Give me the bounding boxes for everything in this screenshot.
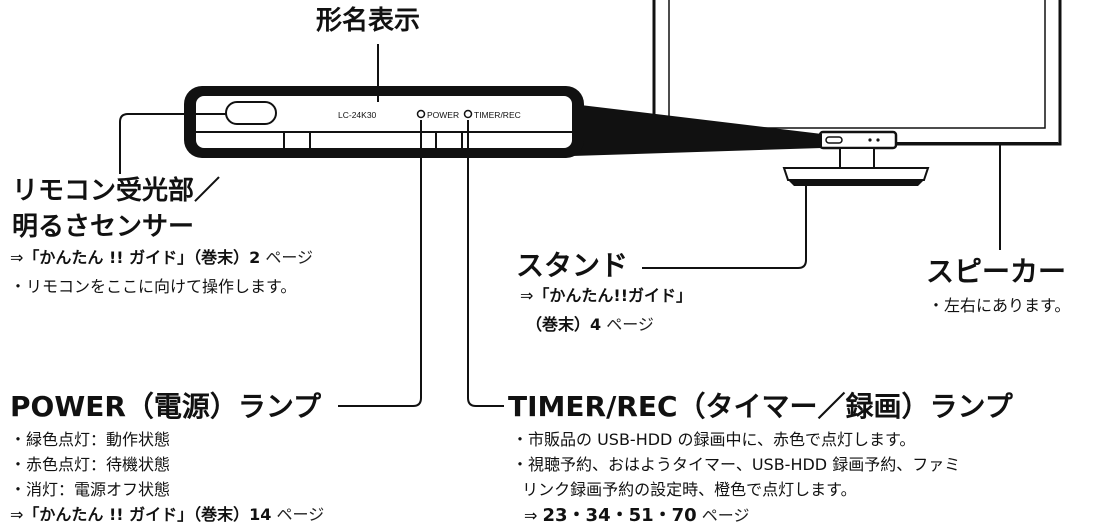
model-display-label: 形名表示 (316, 6, 421, 36)
speaker-title: スピーカー (926, 255, 1067, 288)
timer-ref-pages: 23・34・51・70 (542, 505, 697, 526)
timer-ref-page: ページ (701, 506, 750, 525)
remote-ref-guide: 「かんたん !! ガイド」（巻末）2 (23, 248, 261, 267)
power-reference: ⇒「かんたん !! ガイド」（巻末）14 ページ (10, 507, 324, 523)
remote-title-line2: 明るさセンサー (12, 212, 195, 242)
arrow-icon: ⇒ (10, 505, 24, 524)
timer-note-3: リンク録画予約の設定時、橙色で点灯します。 (512, 480, 857, 499)
remote-note: ・リモコンをここに向けて操作します。 (10, 277, 297, 296)
speaker-note: ・左右にあります。 (928, 296, 1071, 315)
arrow-icon: ⇒ (524, 506, 538, 525)
stand-ref-volume: （巻末）4 (526, 315, 602, 334)
timer-leader (467, 120, 504, 407)
arrow-icon: ⇒ (520, 286, 534, 305)
remote-ref-page: ページ (265, 248, 314, 267)
zoom-wedge (572, 104, 822, 156)
stand-title: スタンド (516, 249, 629, 282)
tv-bottom-sensor-module (818, 130, 898, 150)
stand-ref-guide: 「かんたん!!ガイド」 (533, 286, 693, 305)
timer-note-2: ・視聴予約、おはようタイマー、USB-HDD 録画予約、ファミ (512, 455, 961, 474)
remote-title-line1: リモコン受光部／ (12, 176, 221, 206)
power-ref-guide: 「かんたん !! ガイド」（巻末）14 (23, 505, 272, 524)
power-note-3: ・消灯：電源オフ状態 (10, 480, 171, 499)
panel-model-text: LC-24K30 (338, 110, 377, 120)
panel-timer-text: TIMER/REC (474, 110, 521, 120)
arrow-icon: ⇒ (10, 248, 24, 267)
remote-reference: ⇒「かんたん !! ガイド」（巻末）2 ページ (10, 250, 313, 266)
tv-stand (782, 147, 930, 186)
panel-power-text: POWER (427, 110, 459, 120)
power-ref-page: ページ (276, 505, 325, 524)
tv-screen (652, 0, 1062, 146)
timer-reference: ⇒ 23・34・51・70 ページ (524, 507, 749, 525)
stand-leader (642, 186, 807, 269)
power-leader (338, 120, 422, 407)
timer-title: TIMER/REC（タイマー／録画）ランプ (508, 390, 1013, 423)
remote-leader (119, 113, 226, 174)
timer-note-1: ・市販品の USB-HDD の録画中に、赤色で点灯します。 (512, 430, 916, 449)
zoomed-front-panel (184, 86, 584, 158)
power-note-1: ・緑色点灯：動作状態 (10, 430, 171, 449)
power-note-2: ・赤色点灯：待機状態 (10, 455, 171, 474)
power-title: POWER（電源）ランプ (10, 390, 322, 423)
stand-ref-page: ページ (606, 315, 654, 334)
stand-reference-line1: ⇒「かんたん!!ガイド」 (520, 288, 692, 304)
stand-reference-line2: （巻末）4 ページ (526, 317, 654, 333)
